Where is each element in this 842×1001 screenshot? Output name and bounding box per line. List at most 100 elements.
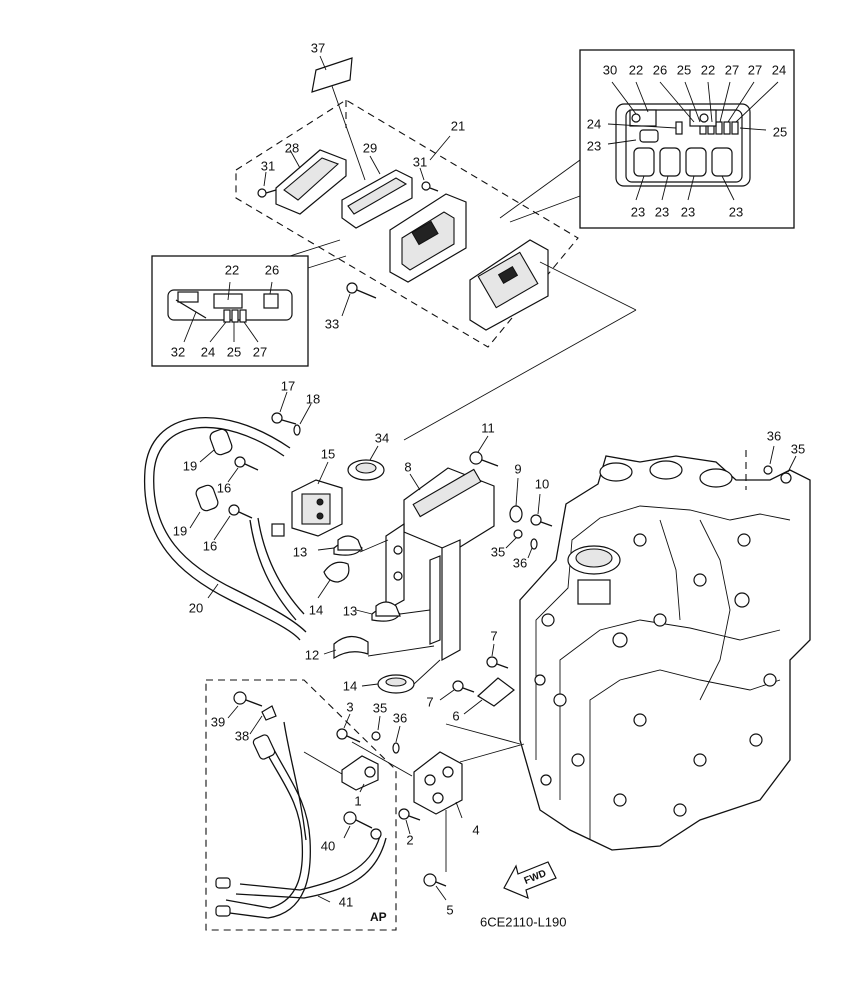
label-sticker bbox=[311, 57, 353, 93]
bolt-part bbox=[371, 731, 381, 741]
callout-number: 36 bbox=[767, 429, 781, 444]
clamp-part bbox=[355, 601, 401, 622]
engine-block-illustration bbox=[519, 445, 811, 851]
bolt-part bbox=[530, 493, 553, 527]
callout-number: 23 bbox=[655, 205, 669, 220]
callout-number: 19 bbox=[183, 459, 197, 474]
bolt-part bbox=[513, 529, 523, 539]
bolt-part bbox=[780, 472, 792, 484]
bolt-part bbox=[227, 456, 259, 483]
callout-number: 37 bbox=[311, 41, 325, 56]
washer-part bbox=[530, 538, 538, 550]
terminal-part bbox=[261, 705, 277, 721]
callout-number: 39 bbox=[211, 715, 225, 730]
bolt-part bbox=[439, 680, 475, 701]
callout-number: 28 bbox=[285, 141, 299, 156]
clamp-part bbox=[323, 635, 369, 660]
sensor-part bbox=[341, 755, 379, 793]
bolt-part bbox=[423, 873, 447, 901]
callout-number: 38 bbox=[235, 729, 249, 744]
callout-number: 23 bbox=[631, 205, 645, 220]
ecu-module-part bbox=[469, 239, 549, 331]
drawing-code-label: 6CE2110-L190 bbox=[480, 915, 567, 930]
callout-number: 27 bbox=[725, 63, 739, 78]
plate-part bbox=[463, 677, 515, 715]
callout-number: 16 bbox=[217, 481, 231, 496]
callout-number: 23 bbox=[587, 139, 601, 154]
callout-number: 20 bbox=[189, 601, 203, 616]
callout-number: 25 bbox=[677, 63, 691, 78]
callout-number: 25 bbox=[227, 345, 241, 360]
callout-number: 2 bbox=[406, 833, 413, 848]
callout-number: 24 bbox=[201, 345, 215, 360]
callout-number: 22 bbox=[701, 63, 715, 78]
callout-number: 15 bbox=[321, 447, 335, 462]
callout-number: 6 bbox=[452, 709, 459, 724]
callout-number: 41 bbox=[339, 895, 353, 910]
clamp-part bbox=[317, 535, 363, 556]
clamp-part bbox=[361, 674, 415, 694]
callout-number: 5 bbox=[446, 903, 453, 918]
callout-number: 35 bbox=[791, 442, 805, 457]
ecu-unit-part bbox=[389, 193, 467, 283]
callout-number: 26 bbox=[265, 263, 279, 278]
callout-number: 32 bbox=[171, 345, 185, 360]
clamp-part bbox=[317, 561, 350, 599]
callout-number: 3 bbox=[346, 700, 353, 715]
screw-part bbox=[257, 171, 277, 198]
ecu-cover-part bbox=[275, 149, 347, 215]
bolt-part bbox=[398, 808, 421, 835]
ecu-connector-part bbox=[341, 155, 413, 229]
bolt-part bbox=[341, 282, 377, 317]
grommet-part bbox=[347, 445, 385, 481]
main-bracket-part bbox=[385, 467, 495, 662]
callout-number: 14 bbox=[343, 679, 357, 694]
screw-part bbox=[419, 167, 439, 192]
ecu-harness-detail-inset bbox=[151, 239, 347, 367]
callout-number: 14 bbox=[309, 603, 323, 618]
washer-part bbox=[763, 465, 773, 475]
callout-number: 10 bbox=[535, 477, 549, 492]
collar-part bbox=[509, 477, 523, 523]
washer-part bbox=[392, 742, 400, 754]
callout-number: 24 bbox=[587, 117, 601, 132]
callout-number: 22 bbox=[225, 263, 239, 278]
callout-number: 34 bbox=[375, 431, 389, 446]
bolt-part bbox=[227, 691, 263, 719]
callout-number: 13 bbox=[343, 604, 357, 619]
relay-part bbox=[271, 461, 343, 537]
bolt-part bbox=[336, 713, 361, 743]
callout-number: 23 bbox=[681, 205, 695, 220]
callout-number: 8 bbox=[404, 460, 411, 475]
callout-number: 31 bbox=[413, 155, 427, 170]
callout-number: 27 bbox=[748, 63, 762, 78]
harness-and-bracket-group bbox=[143, 391, 553, 715]
callout-number: 22 bbox=[629, 63, 643, 78]
callout-number: 25 bbox=[773, 125, 787, 140]
callout-number: 33 bbox=[325, 317, 339, 332]
callout-number: 30 bbox=[603, 63, 617, 78]
callout-number: 35 bbox=[373, 701, 387, 716]
callout-number: 29 bbox=[363, 141, 377, 156]
callout-number: 31 bbox=[261, 159, 275, 174]
callout-number: 16 bbox=[203, 539, 217, 554]
callout-number: 1 bbox=[354, 794, 361, 809]
callout-number: 36 bbox=[393, 711, 407, 726]
callout-number: 36 bbox=[513, 556, 527, 571]
bolt-part bbox=[469, 435, 499, 467]
callout-number: 11 bbox=[481, 421, 495, 436]
callout-number: 18 bbox=[306, 392, 320, 407]
ignition-coil-part bbox=[413, 751, 463, 819]
callout-number: 4 bbox=[472, 823, 479, 838]
callout-number: 13 bbox=[293, 545, 307, 560]
bolt-part bbox=[343, 811, 373, 839]
ecu-connector-detail-inset bbox=[499, 49, 795, 229]
forward-direction-arrow bbox=[503, 861, 557, 900]
callout-number: 27 bbox=[253, 345, 267, 360]
callout-number: 40 bbox=[321, 839, 335, 854]
ecu-assembly-group bbox=[151, 49, 795, 367]
callout-number: 7 bbox=[490, 629, 497, 644]
